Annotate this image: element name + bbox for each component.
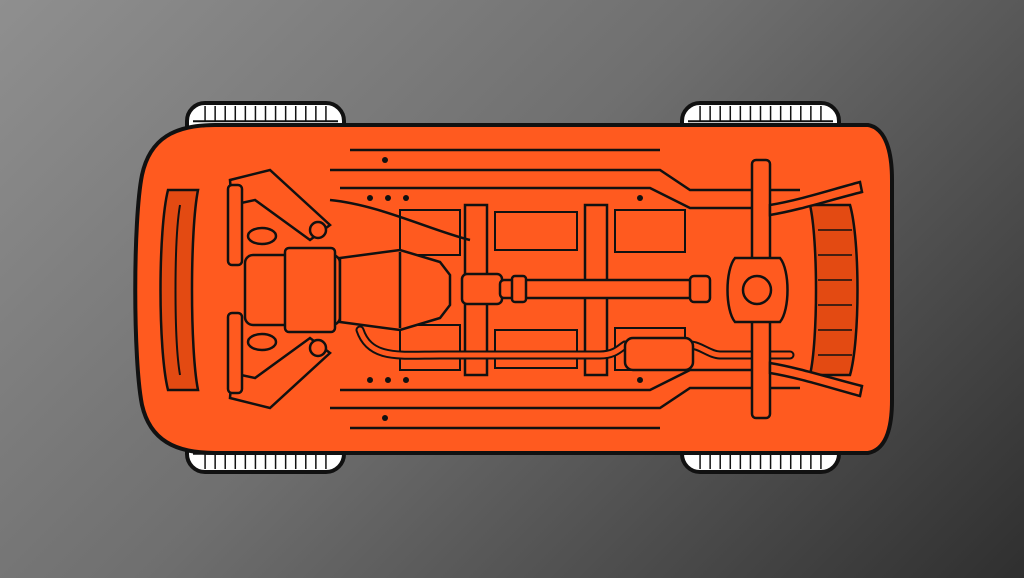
upper-exhaust-line	[329, 198, 471, 242]
bolt	[382, 157, 388, 163]
bolt	[367, 195, 373, 201]
frame-rail-top	[330, 168, 800, 192]
front-suspension	[226, 168, 332, 410]
bolt	[367, 377, 373, 383]
frame-rail-top-inner	[340, 186, 790, 210]
front-tie-rod-bottom	[226, 311, 244, 395]
driveshaft-joint-rear	[688, 274, 712, 304]
powertrain	[243, 246, 504, 334]
muffler	[623, 336, 695, 372]
frame-rail-bottom	[330, 386, 800, 410]
transfer-coupling	[460, 272, 504, 306]
bolt	[385, 195, 391, 201]
rear-panel	[808, 203, 859, 377]
rear-trailing-arm-bottom	[768, 361, 864, 398]
front-bumper-panel	[159, 188, 200, 392]
rear-axle-assembly	[726, 158, 864, 420]
rear-panel-ribs	[818, 229, 852, 356]
engine-block	[283, 246, 337, 334]
driveshaft-joint-front	[510, 274, 528, 304]
frame-bolts	[367, 157, 643, 421]
exhaust-system	[329, 198, 795, 372]
driveshaft-assembly	[498, 274, 712, 304]
transmission-case	[338, 248, 452, 332]
rear-trailing-arm-top	[768, 180, 864, 217]
upper-ball-joint	[308, 220, 328, 240]
bolt	[637, 195, 643, 201]
front-coil-springs	[246, 226, 278, 352]
front-tie-rod-top	[226, 183, 244, 267]
bolt	[403, 195, 409, 201]
exhaust-pipe-fill	[357, 327, 793, 358]
driveshaft	[498, 278, 702, 300]
chassis-frame	[330, 148, 800, 430]
differential-cover	[741, 274, 773, 306]
bolt	[403, 377, 409, 383]
frame-rail-bottom-inner	[340, 368, 790, 392]
bolt	[637, 377, 643, 383]
bolt	[385, 377, 391, 383]
bolt	[382, 415, 388, 421]
front-grille-line	[174, 204, 181, 376]
lower-ball-joint	[308, 338, 328, 358]
